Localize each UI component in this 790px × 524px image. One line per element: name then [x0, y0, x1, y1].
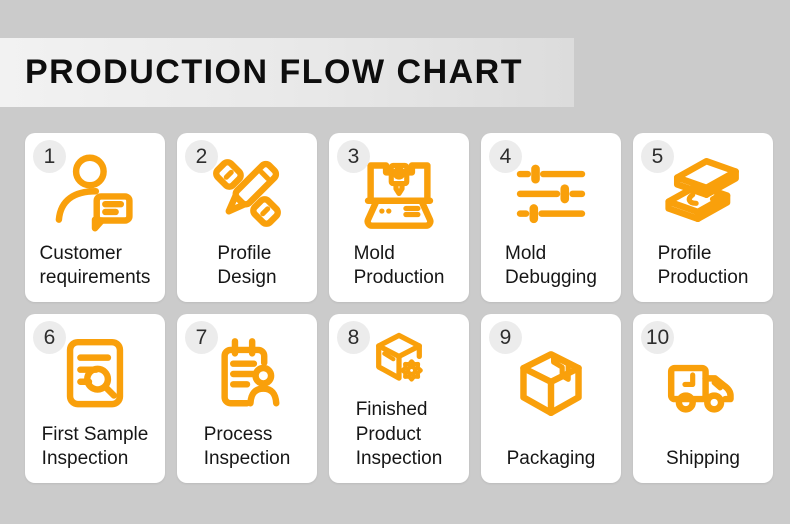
step-card-customer-requirements: 1 Customer requirements [25, 133, 165, 302]
step-number-badge: 8 [337, 321, 370, 354]
step-card-process-inspection: 7 Process Inspection [177, 314, 317, 483]
step-label: Process Inspection [203, 423, 291, 470]
step-label: Customer requirements [39, 242, 151, 289]
step-label: Finished Product Inspection [355, 398, 443, 470]
step-number-badge: 5 [641, 140, 674, 173]
step-card-profile-production: 5 Profile Production [633, 133, 773, 302]
step-number-badge: 10 [641, 321, 674, 354]
step-number-badge: 3 [337, 140, 370, 173]
step-number-badge: 1 [33, 140, 66, 173]
step-label: Shipping [666, 448, 740, 470]
step-label: Mold Debugging [505, 242, 597, 289]
step-card-packaging: 9 Packaging [481, 314, 621, 483]
step-label: First Sample Inspection [41, 423, 149, 470]
clipboard-person-icon [221, 338, 280, 407]
step-card-mold-debugging: 4 Mold Debugging [481, 133, 621, 302]
customer-person-chat-icon [55, 154, 133, 232]
step-card-mold-production: 3 Mold Production [329, 133, 469, 302]
step-number-badge: 6 [33, 321, 66, 354]
step-label: Profile Production [657, 242, 749, 289]
step-number-badge: 2 [185, 140, 218, 173]
page-title: PRODUCTION FLOW CHART [25, 53, 524, 91]
delivery-truck-icon [667, 364, 734, 413]
step-number-badge: 7 [185, 321, 218, 354]
sliders-icon [516, 164, 586, 224]
cnc-machine-icon [364, 162, 434, 230]
steps-grid: 1 Customer requirements 2 [25, 133, 773, 483]
step-label: Packaging [506, 448, 596, 470]
document-magnifier-icon [66, 339, 124, 408]
step-card-profile-design: 2 Profile Design [177, 133, 317, 302]
step-card-finished-product-inspection: 8 Finished Product Inspection [329, 314, 469, 483]
step-card-shipping: 10 Shipping [633, 314, 773, 483]
title-banner: PRODUCTION FLOW CHART [0, 38, 574, 107]
box-gear-icon [376, 332, 423, 382]
step-number-badge: 4 [489, 140, 522, 173]
ibeam-profile-icon [665, 158, 739, 223]
pencil-ruler-icon [213, 159, 281, 228]
step-label: Profile Design [217, 242, 277, 289]
step-label: Mold Production [353, 242, 445, 289]
packed-box-icon [520, 350, 582, 416]
step-number-badge: 9 [489, 321, 522, 354]
step-card-first-sample-inspection: 6 First Sample Inspection [25, 314, 165, 483]
